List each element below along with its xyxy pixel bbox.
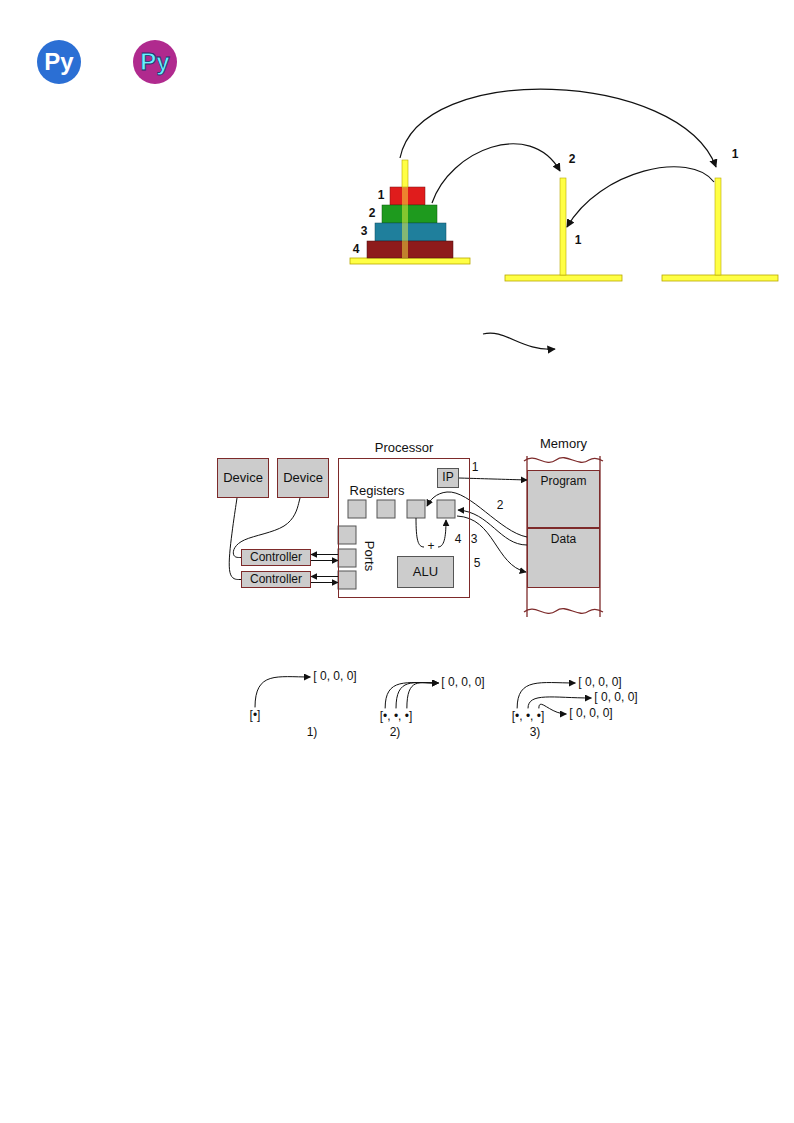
- hanoi-disk: [367, 241, 453, 258]
- add-arrow: [438, 520, 446, 547]
- node-label: Device: [223, 471, 263, 485]
- figure-number: 1): [307, 726, 318, 739]
- pointer-arrow: [385, 683, 438, 709]
- reference-list: [•]: [250, 709, 261, 722]
- heading-label: Memory: [540, 437, 587, 451]
- list-value: [ 0, 0, 0]: [578, 676, 621, 689]
- disk-number: 4: [353, 243, 360, 256]
- connector-group: [229, 478, 527, 583]
- memory-segment: Data: [527, 528, 600, 588]
- register-square: [348, 500, 366, 518]
- figure-number: 3): [530, 726, 541, 739]
- connector: [311, 582, 338, 583]
- disk-number: 3: [361, 225, 368, 238]
- port-square: [338, 526, 356, 544]
- memory-segment: Program: [527, 470, 600, 528]
- transition-arrow: [483, 333, 555, 349]
- register-box: IP: [437, 468, 459, 488]
- register-square: [377, 500, 395, 518]
- peg-pole: [560, 178, 566, 275]
- move-arrow: [567, 167, 714, 227]
- disk-number: 2: [369, 207, 376, 220]
- pointer-arrow: [517, 683, 575, 709]
- device-box: Device: [277, 458, 329, 498]
- ports-label: Ports: [362, 541, 376, 571]
- node-label: ALU: [413, 565, 438, 579]
- load-arrow: [427, 492, 527, 537]
- move-arrow: [432, 144, 560, 203]
- add-arrow: [416, 518, 424, 547]
- peg-pole: [715, 178, 721, 275]
- pointer-arrow: [407, 683, 438, 709]
- step-number: 5: [474, 557, 481, 570]
- list-value: [ 0, 0, 0]: [441, 676, 484, 689]
- pointer-arrow: [255, 677, 310, 708]
- node-label: Data: [551, 533, 576, 546]
- reference-list: [•, •, •]: [512, 710, 545, 723]
- memory-edge: [524, 458, 603, 463]
- alu-box: ALU: [397, 556, 454, 588]
- peg-pole: [402, 160, 408, 187]
- controller-box: Controller: [241, 571, 311, 588]
- node-label: IP: [442, 471, 453, 484]
- step-number: 2: [497, 499, 504, 512]
- node-label: Device: [283, 471, 323, 485]
- device-box: Device: [217, 458, 269, 498]
- plus-sign: +: [427, 540, 434, 553]
- connector: [311, 576, 338, 577]
- node-label: Controller: [250, 551, 302, 564]
- processor-box: ProcessorIPALU: [338, 458, 470, 598]
- list-value: [ 0, 0, 0]: [569, 707, 612, 720]
- figure-number: 2): [390, 726, 401, 739]
- register-square: [407, 500, 425, 518]
- step-number: 3: [471, 533, 478, 546]
- memory-edge: [524, 609, 603, 614]
- step-number: 1: [472, 461, 479, 474]
- disk-number: 1: [378, 189, 385, 202]
- move-number: 1: [732, 148, 739, 161]
- list-value: [ 0, 0, 0]: [313, 670, 356, 683]
- pointer-arrow: [396, 683, 438, 709]
- hanoi-disk: [375, 223, 446, 241]
- connector: [311, 554, 338, 555]
- port-square: [338, 571, 356, 589]
- controller-box: Controller: [241, 549, 311, 566]
- port-square: [338, 549, 356, 567]
- node-label: Py: [140, 49, 169, 75]
- move-arrow: [400, 89, 716, 167]
- heading-label: Processor: [375, 441, 434, 455]
- peg-base: [662, 275, 778, 281]
- node-label: Controller: [250, 573, 302, 586]
- connector: [229, 498, 241, 580]
- register-square: [437, 500, 455, 518]
- python-logo: Py: [133, 40, 177, 84]
- list-value: [ 0, 0, 0]: [594, 691, 637, 704]
- connector: [311, 560, 338, 561]
- peg-base: [350, 258, 470, 264]
- pointer-group: [255, 677, 591, 714]
- python-logo: Py: [37, 40, 81, 84]
- node-label: Program: [540, 475, 586, 488]
- memory-block: MemoryProgramData: [527, 455, 600, 615]
- hanoi-disk: [382, 205, 437, 223]
- step-number: 4: [455, 533, 462, 546]
- peg-pole: [402, 187, 408, 258]
- move-number: 2: [569, 153, 576, 166]
- move-number: 1: [575, 234, 582, 247]
- peg-base: [505, 275, 622, 281]
- store-arrow: [457, 516, 526, 572]
- node-label: Py: [44, 49, 73, 75]
- reference-list: [•, •, •]: [380, 710, 413, 723]
- registers-label: Registers: [350, 484, 405, 498]
